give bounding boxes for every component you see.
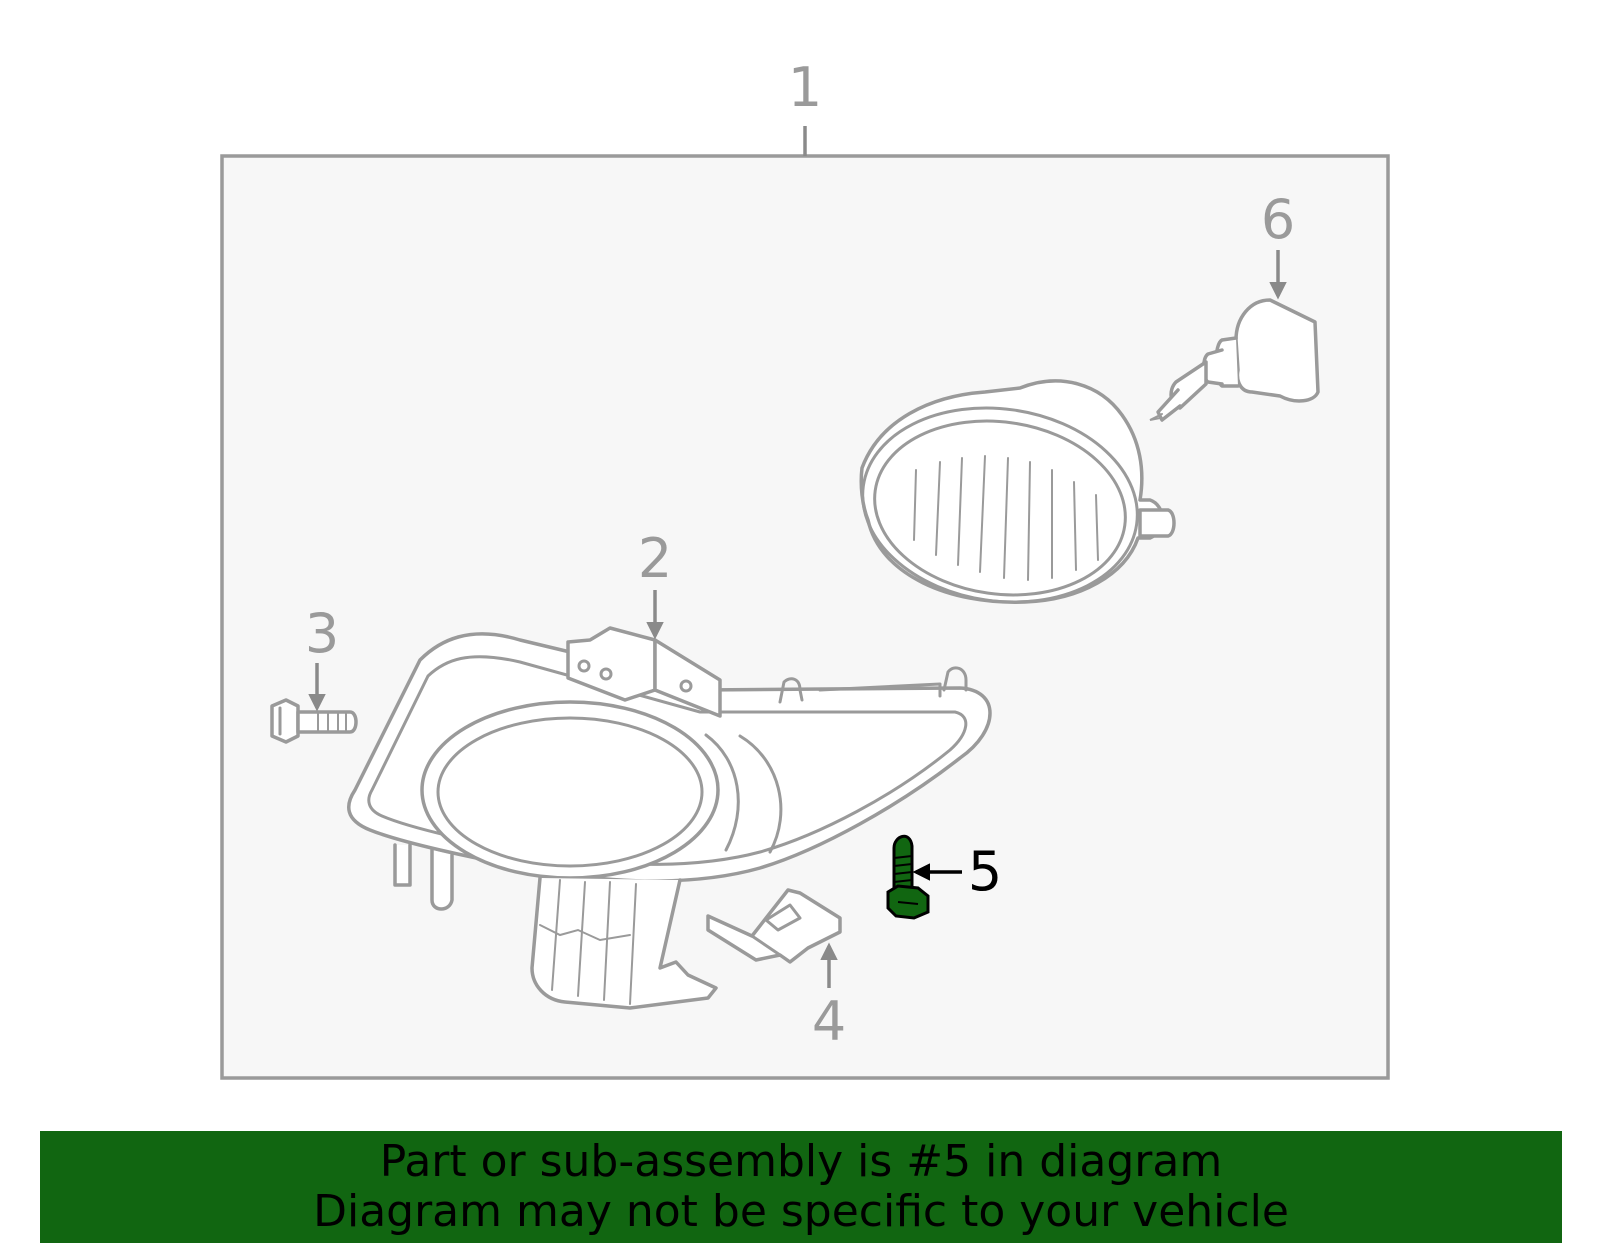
fog-lamp-bulb: [1149, 298, 1320, 422]
callout-4-label: 4: [812, 990, 846, 1053]
fog-lamp-lens: [859, 379, 1176, 604]
callout-1-label: 1: [788, 56, 822, 119]
fog-lamp-housing: [347, 626, 992, 1010]
notice-banner: Part or sub-assembly is #5 in diagram Di…: [40, 1131, 1562, 1243]
callout-5-label: 5: [968, 840, 1002, 903]
callout-3-label: 3: [305, 602, 339, 665]
clip-part: [706, 888, 842, 964]
screw-part-highlighted[interactable]: [886, 834, 930, 920]
callout-2-label: 2: [638, 527, 672, 590]
notice-line-2: Diagram may not be specific to your vehi…: [313, 1186, 1289, 1237]
notice-line-1: Part or sub-assembly is #5 in diagram: [379, 1136, 1223, 1187]
callout-6-label: 6: [1261, 188, 1295, 251]
bolt-part: [270, 698, 358, 744]
